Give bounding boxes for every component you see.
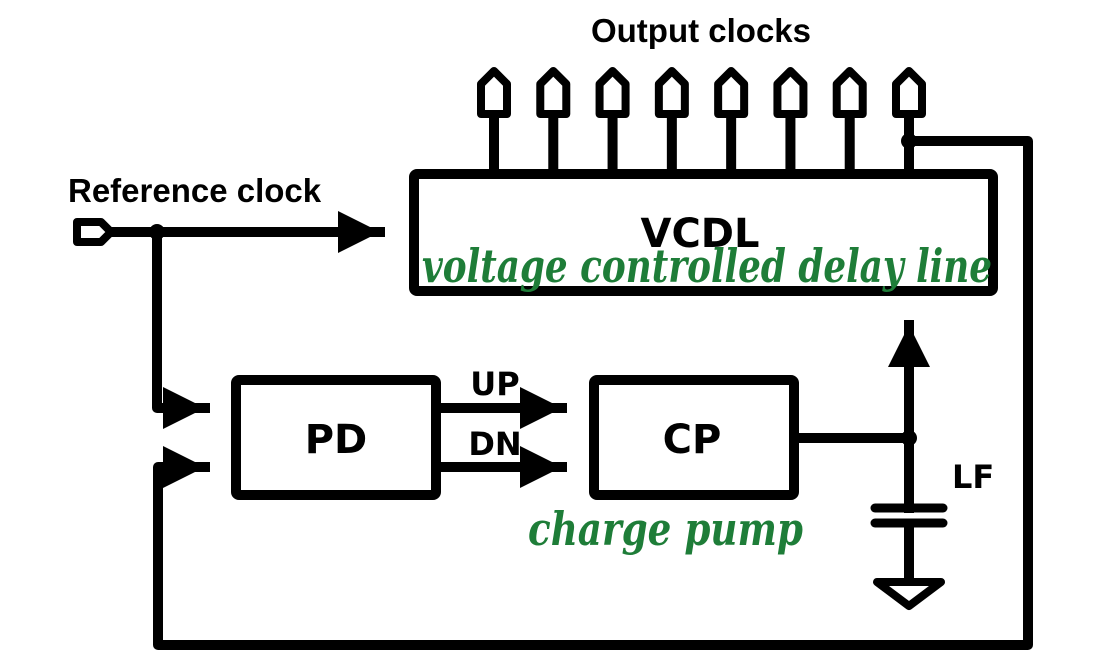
reference-clock-label: Reference clock [68,172,322,209]
output-clock-pin-icon [595,67,630,118]
pd-label: PD [305,417,368,463]
vcdl-annotation: voltage controlled delay line [422,239,992,293]
output-clock-pin-icon [654,67,689,118]
output-clock-pins [477,67,926,174]
dn-label: DN [468,425,521,463]
capacitor-icon [870,503,948,582]
output-clock-pin-icon [477,67,511,118]
reference-clock-pin-icon [73,218,115,246]
pd-block [231,375,441,500]
vcdl-label: VCDL [640,211,759,257]
output-clock-pin-icon [892,67,926,118]
vctrl-junction [901,430,917,446]
ground-icon [873,578,945,610]
reference-to-pd-wire [152,227,210,429]
vcdl-block [409,169,998,296]
output-clock-pin-icon [536,67,571,118]
cp-label: CP [663,417,722,463]
cp-annotation: charge pump [528,502,803,556]
feedback-wire [153,136,1033,650]
up-label: UP [470,365,519,403]
output-clock-pin-icon [714,67,749,118]
lf-label: LF [952,458,994,496]
output-clock-pin-icon [832,67,867,118]
output-clock-pin-icon [773,67,808,118]
output-clocks-label: Output clocks [591,12,811,49]
